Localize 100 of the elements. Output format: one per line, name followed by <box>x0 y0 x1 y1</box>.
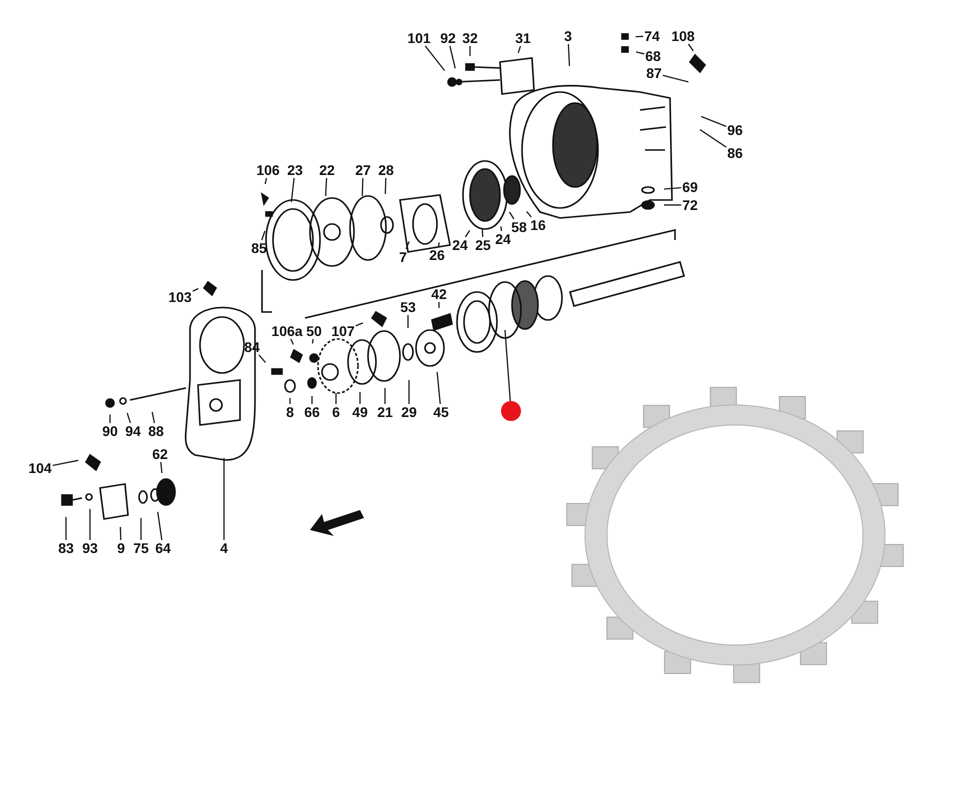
leader-line <box>636 51 644 54</box>
leader-line <box>89 509 91 540</box>
leader-line <box>568 44 570 66</box>
callout-number: 58 <box>510 219 528 235</box>
callout-number: 32 <box>461 30 479 46</box>
callout-number: 27 <box>354 162 372 178</box>
leader-line <box>325 178 328 196</box>
callout-number: 107 <box>330 323 356 339</box>
callout-number: 3 <box>563 28 573 44</box>
callout-number: 28 <box>377 162 395 178</box>
callout-number: 69 <box>681 179 699 195</box>
callout-number: 103 <box>167 289 193 305</box>
leader-line <box>500 226 502 232</box>
leader-line <box>109 414 111 423</box>
leader-line <box>126 412 131 424</box>
callout-number: 8 <box>285 404 295 420</box>
leader-line <box>424 46 446 71</box>
leader-line <box>438 302 440 308</box>
callout-number: 94 <box>124 423 142 439</box>
leader-line <box>469 46 471 56</box>
leader-line <box>289 398 291 404</box>
callout-number: 4 <box>219 540 229 556</box>
leader-line <box>258 354 266 363</box>
callout-number: 42 <box>430 286 448 302</box>
leader-line <box>355 322 364 326</box>
callout-number: 101 <box>406 30 432 46</box>
callout-number: 108 <box>670 28 696 44</box>
callout-number: 21 <box>376 404 394 420</box>
callout-number: 25 <box>474 237 492 253</box>
leader-line <box>192 288 199 292</box>
callout-number: 24 <box>451 237 469 253</box>
leader-line <box>526 211 532 218</box>
callout-number: 74 <box>643 28 661 44</box>
callout-number: 53 <box>399 299 417 315</box>
callout-number: 88 <box>147 423 165 439</box>
callout-number: 29 <box>400 404 418 420</box>
leader-line <box>384 178 386 194</box>
leader-line <box>518 46 522 54</box>
leader-line <box>140 518 142 540</box>
callout-number: 66 <box>303 404 321 420</box>
callout-number: 87 <box>645 65 663 81</box>
callout-number: 92 <box>439 30 457 46</box>
leader-line <box>406 241 410 250</box>
callout-number: 45 <box>432 404 450 420</box>
leader-line <box>290 338 294 345</box>
leader-line <box>290 178 295 202</box>
callout-number: 106a <box>270 323 304 339</box>
callout-number: 90 <box>101 423 119 439</box>
callout-number: 7 <box>398 249 408 265</box>
leader-line <box>160 462 162 474</box>
callout-number: 68 <box>644 48 662 64</box>
leader-line <box>384 388 386 404</box>
callout-number: 31 <box>514 30 532 46</box>
leader-line <box>408 380 410 404</box>
leader-line <box>508 212 514 220</box>
leader-line <box>152 412 155 424</box>
leader-line <box>436 372 441 404</box>
callout-number: 22 <box>318 162 336 178</box>
marker-dot <box>501 401 521 421</box>
leader-line <box>662 74 689 83</box>
callout-number: 50 <box>305 323 323 339</box>
callout-number: 106 <box>255 162 281 178</box>
leader-line <box>438 242 440 248</box>
leader-line <box>482 228 484 238</box>
callout-number: 93 <box>81 540 99 556</box>
leader-line <box>504 330 511 402</box>
leader-line <box>700 116 726 128</box>
leader-line <box>359 392 361 404</box>
callout-number: 75 <box>132 540 150 556</box>
leader-line <box>700 129 727 148</box>
leader-line <box>65 517 67 540</box>
leader-line <box>223 458 225 540</box>
callout-number: 24 <box>494 231 512 247</box>
leader-line <box>335 393 337 404</box>
callout-number: 96 <box>726 122 744 138</box>
leader-line <box>264 178 267 184</box>
leader-line <box>449 46 456 68</box>
leader-line <box>52 460 78 466</box>
leader-line <box>261 230 266 240</box>
leader-line <box>664 187 682 190</box>
leader-line <box>688 44 694 52</box>
leader-line <box>362 178 364 196</box>
leader-line <box>664 204 682 206</box>
leader-line <box>120 526 122 540</box>
callout-number: 72 <box>681 197 699 213</box>
callout-number: 9 <box>116 540 126 556</box>
callout-number: 83 <box>57 540 75 556</box>
callout-number: 6 <box>331 404 341 420</box>
leader-line <box>464 230 470 238</box>
callout-number: 23 <box>286 162 304 178</box>
leader-line <box>636 36 644 38</box>
leader-line <box>312 338 314 344</box>
callout-number: 62 <box>151 446 169 462</box>
callout-number: 86 <box>726 145 744 161</box>
callout-number: 104 <box>27 460 53 476</box>
callout-number: 26 <box>428 247 446 263</box>
callout-number: 16 <box>529 217 547 233</box>
leader-line <box>407 315 409 328</box>
callout-number: 49 <box>351 404 369 420</box>
leader-line <box>311 396 313 404</box>
